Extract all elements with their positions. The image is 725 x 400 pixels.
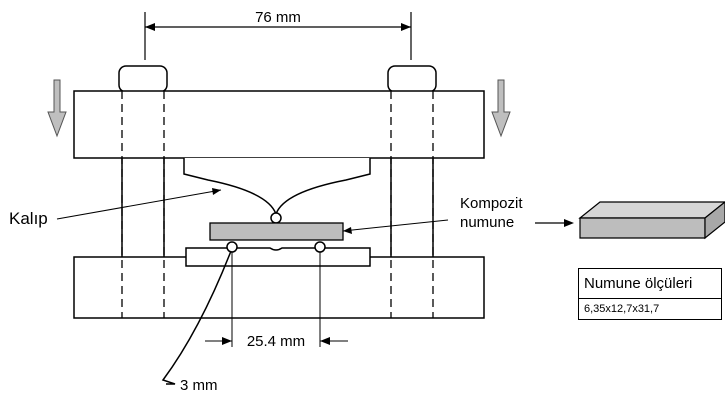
specimen-dimensions-table: Numune ölçüleri 6,35x12,7x31,7 (578, 268, 722, 320)
right-guide-post-cap (387, 65, 437, 93)
specimen-3d-view (578, 201, 725, 240)
left-load-arrow-icon (47, 79, 67, 138)
composite-leader-line (342, 219, 449, 232)
loading-pin (270, 212, 282, 224)
radius-label: 3 mm (180, 377, 218, 394)
composite-specimen (209, 222, 344, 241)
support-span-arrowhead-left (222, 337, 232, 345)
mold-label: Kalıp (9, 209, 48, 228)
right-support-pin (314, 241, 326, 253)
specimen-pointer-arrowhead (564, 219, 574, 227)
specimen-dimensions-header: Numune ölçüleri (578, 268, 722, 299)
support-span-arrowhead-right (320, 337, 330, 345)
radius-leader-line (161, 250, 232, 385)
composite-label-line1: Kompozit (460, 195, 523, 212)
lower-support-block (185, 247, 371, 267)
guide-post-hidden-lines (121, 91, 434, 318)
composite-label-line2: numune (460, 214, 514, 231)
specimen-dimensions-value: 6,35x12,7x31,7 (578, 298, 722, 320)
top-dimension (144, 12, 412, 60)
upper-mold (183, 158, 371, 217)
right-load-arrow-icon (491, 79, 511, 138)
top-plate (73, 90, 485, 159)
support-span-label: 25.4 mm (247, 333, 305, 350)
left-guide-post-cap (118, 65, 168, 93)
bottom-plate (73, 256, 485, 319)
mold-leader-arrowhead (212, 188, 221, 195)
left-support-pin (226, 241, 238, 253)
mold-leader-line (56, 189, 222, 220)
top-dimension-label: 76 mm (255, 9, 301, 26)
composite-leader-arrowhead (343, 227, 352, 234)
